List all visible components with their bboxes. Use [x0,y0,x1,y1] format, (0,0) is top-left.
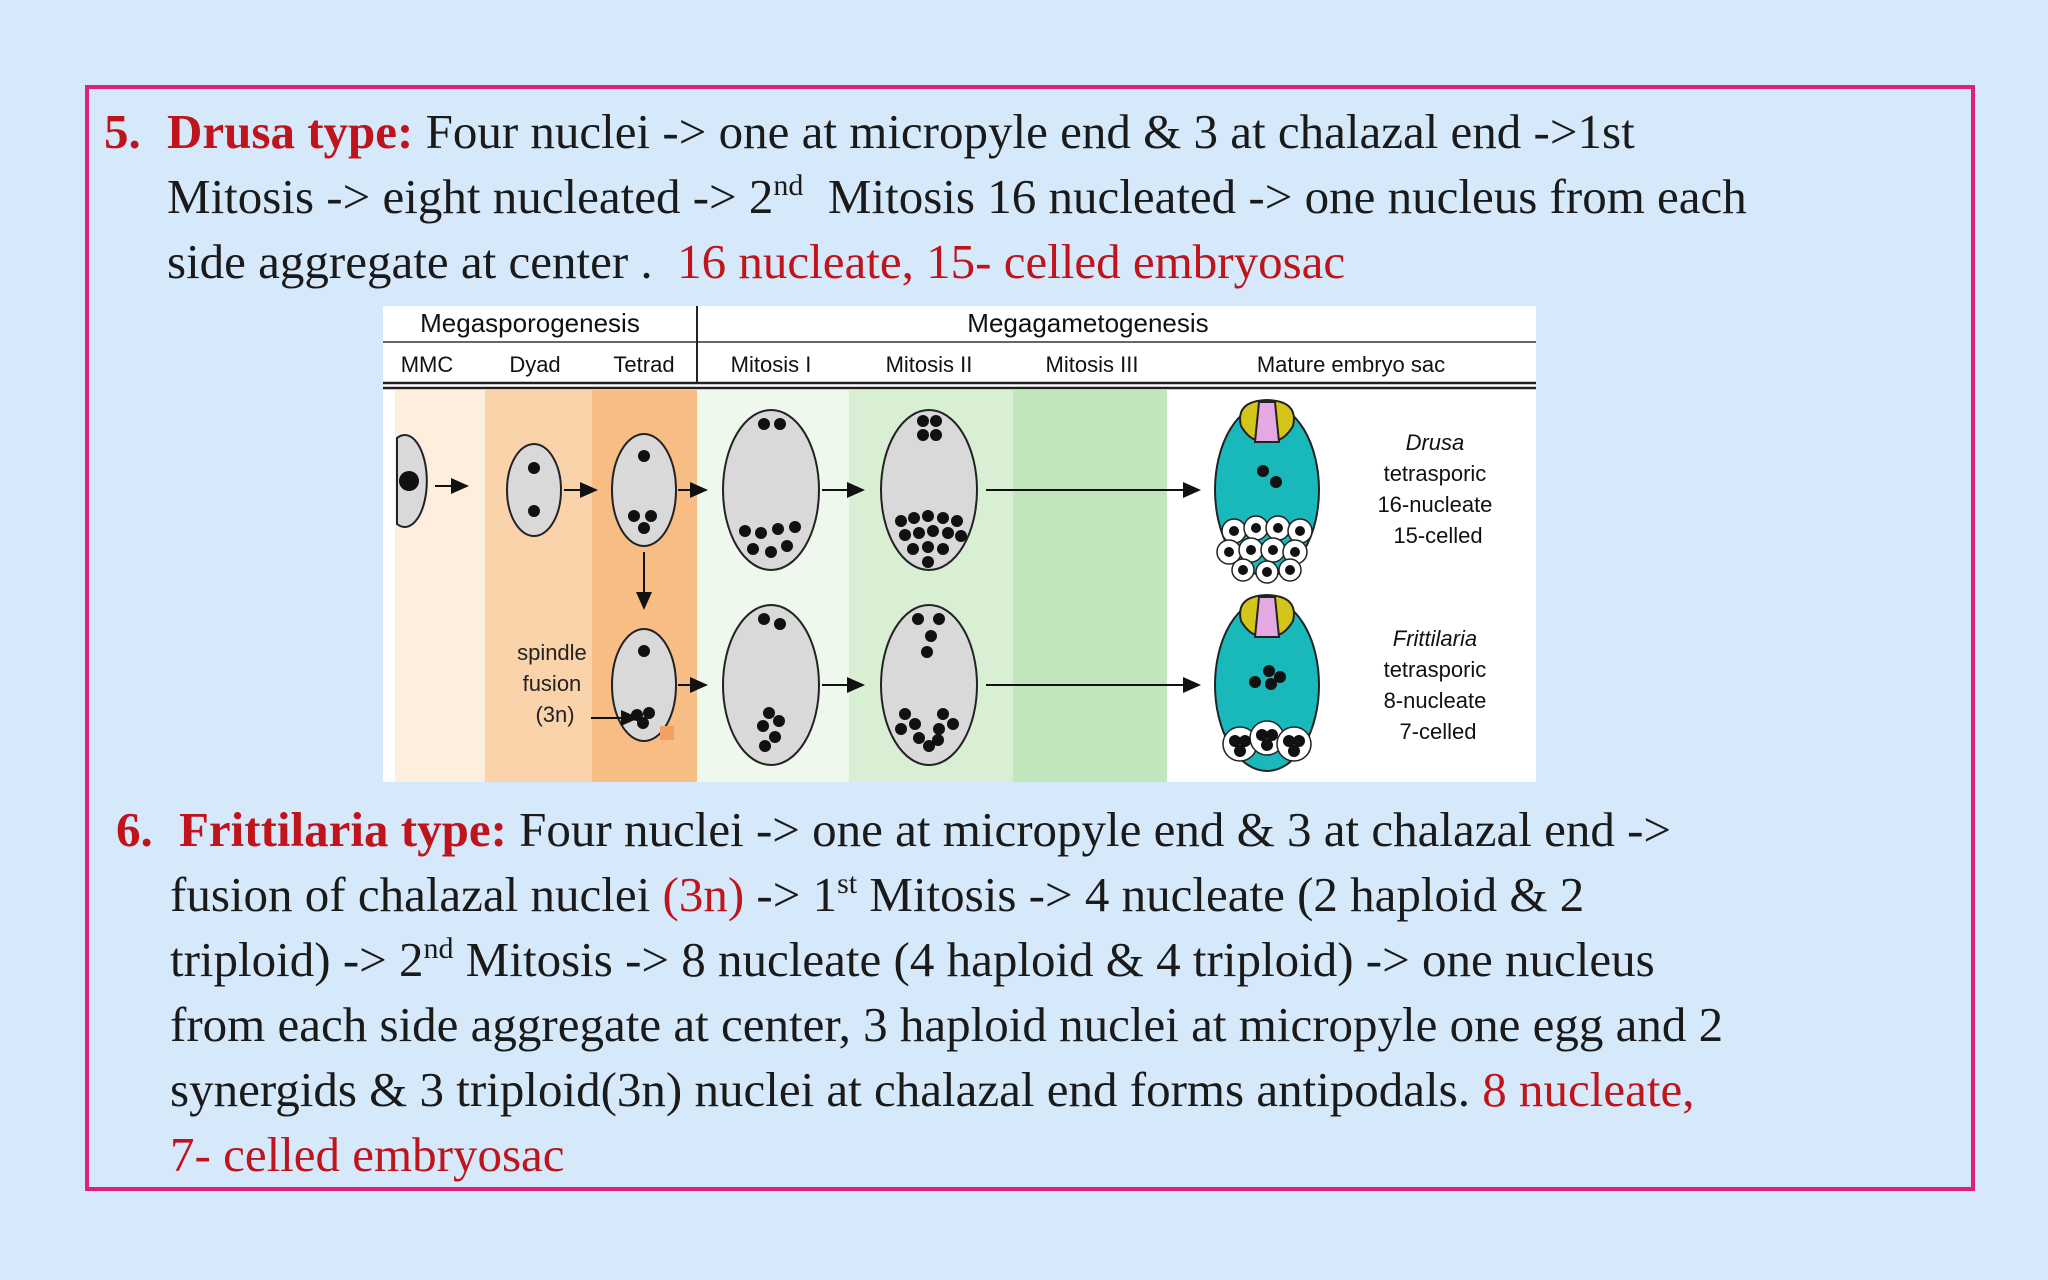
frittilaria-text-line4: from each side aggregate at center, 3 ha… [170,997,1724,1052]
frittilaria-3n: (3n) [662,867,745,922]
drusa-text-line1: Four nuclei -> one at micropyle end & 3 … [425,104,1635,159]
frittilaria-highlight-1: 8 nucleate, [1482,1062,1695,1117]
drusa-text-line2b: Mitosis 16 nucleated -> one nucleus from… [827,169,1747,224]
spindle-label-1: spindle [517,640,587,665]
spindle-label-2: fusion [523,671,582,696]
item-number: 6. [116,802,153,857]
svg-text:spindle fusion (3n): spindle fusion (3n) [517,640,593,727]
mitosis1-cell-bottom [722,604,820,766]
drusa-type-paragraph: 5. Drusa type: Four nuclei -> one at micr… [104,99,1944,294]
header-megagametogenesis: Megagametogenesis [967,308,1208,338]
slide-border [85,85,1975,1191]
frittilaria-label-2: tetrasporic [1384,657,1487,682]
drusa-label-name: Drusa [1406,430,1465,455]
tetrad-cell-top [611,433,677,547]
frittilaria-text-line2c: Mitosis -> 4 nucleate (2 haploid & 2 [869,867,1585,922]
drusa-label-2: tetrasporic [1384,461,1487,486]
dyad-cell [506,443,562,537]
drusa-text-line3: side aggregate at center . [167,234,653,289]
stage-label-mmc: MMC [401,352,454,377]
drusa-egg-cell [1253,401,1281,443]
stage-label-mitosis2: Mitosis II [886,352,973,377]
stage-label-mitosis1: Mitosis I [731,352,812,377]
drusa-highlight: 16 nucleate, 15- celled embryosac [677,234,1346,289]
drusa-text-sup: nd [773,169,804,202]
drusa-title: Drusa type: [167,104,414,159]
drusa-text-line2a: Mitosis -> eight nucleated -> 2 [167,169,774,224]
frittilaria-egg-cell [1253,596,1281,638]
stage-label-dyad: Dyad [509,352,560,377]
item-number: 5. [104,104,141,159]
frittilaria-text-line1: Four nuclei -> one at micropyle end & 3 … [519,802,1672,857]
frittilaria-label-name: Frittilaria [1393,626,1477,651]
frittilaria-sup-nd: nd [423,932,454,965]
frittilaria-label-4: 7-celled [1399,719,1476,744]
frittilaria-text-line2a: fusion of chalazal nuclei [170,867,651,922]
mitosis3-column [1013,390,1167,782]
stage-label-tetrad: Tetrad [613,352,674,377]
frittilaria-sup-st: st [837,867,858,900]
spindle-label-3: (3n) [535,702,574,727]
header-megasporogenesis: Megasporogenesis [420,308,640,338]
embryo-sac-development-diagram: Megasporogenesis Megagametogenesis MMC D… [383,306,1536,782]
frittilaria-highlight-2: 7- celled embryosac [170,1127,565,1182]
stage-label-mitosis3: Mitosis III [1046,352,1139,377]
drusa-label-3: 16-nucleate [1377,492,1492,517]
drusa-label-4: 15-celled [1393,523,1482,548]
frittilaria-text-line2b: -> 1 [756,867,838,922]
svg-text:Frittilaria tetrasporic: Frittilaria tetrasporic 8-nucleate 7-cel… [1384,626,1493,744]
frittilaria-title: Frittilaria type: [179,802,507,857]
frittilaria-text-line5: synergids & 3 triploid(3n) nuclei at cha… [170,1062,1470,1117]
frittilaria-label-3: 8-nucleate [1384,688,1487,713]
frittilaria-type-paragraph: 6. Frittilaria type: Four nuclei -> one a… [116,797,1902,1187]
stage-label-mature: Mature embryo sac [1257,352,1445,377]
svg-text:Drusa tetrasporic 16-n: Drusa tetrasporic 16-nucleate 15-celled [1377,430,1498,548]
frittilaria-text-line3b: Mitosis -> 8 nucleate (4 haploid & 4 tri… [465,932,1655,987]
frittilaria-text-line3a: triploid) -> 2 [170,932,424,987]
